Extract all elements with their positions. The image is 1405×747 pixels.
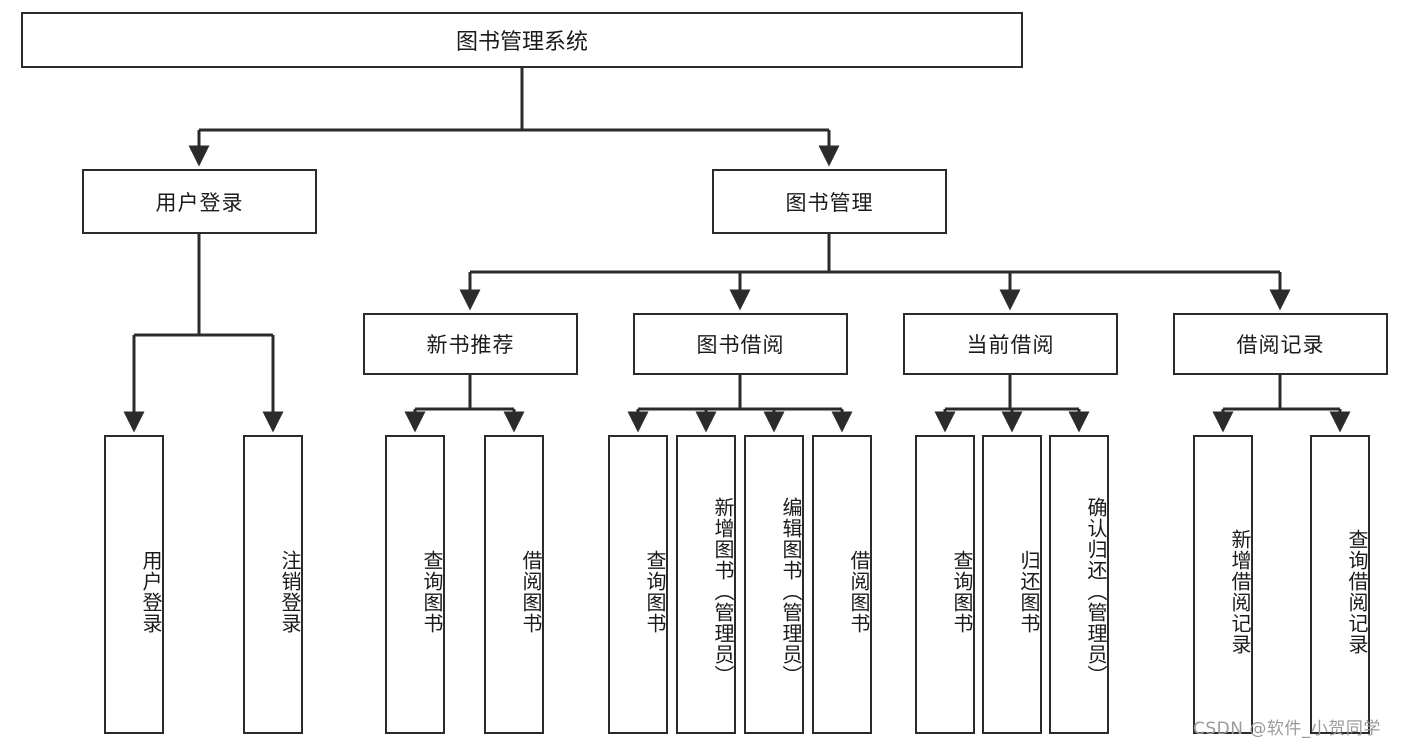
leaf-borrow-query-book[interactable]: 查询图书 — [608, 435, 668, 734]
leaf-label: 查询图书 — [420, 549, 444, 634]
node-book-borrow-label: 图书借阅 — [696, 333, 785, 357]
leaf-label: 用户登录 — [139, 549, 163, 634]
leaf-record-add-record[interactable]: 新增借阅记录 — [1193, 435, 1253, 734]
node-new-book-recommend[interactable]: 新书推荐 — [363, 313, 578, 375]
leaf-borrow-edit-book-admin[interactable]: 编辑图书（管理员） — [744, 435, 804, 734]
leaf-label: 借阅图书 — [847, 549, 871, 634]
leaf-label: 编辑图书（管理员） — [779, 497, 803, 686]
leaf-record-query-record[interactable]: 查询借阅记录 — [1310, 435, 1370, 734]
node-current-borrow[interactable]: 当前借阅 — [903, 313, 1118, 375]
leaf-borrow-add-book-admin[interactable]: 新增图书（管理员） — [676, 435, 736, 734]
leaf-current-query-book[interactable]: 查询图书 — [915, 435, 975, 734]
leaf-label: 确认归还（管理员） — [1084, 497, 1108, 686]
node-user-login[interactable]: 用户登录 — [82, 169, 317, 234]
leaf-label: 归还图书 — [1017, 549, 1041, 634]
node-user-login-label: 用户登录 — [155, 190, 244, 215]
node-book-management-label: 图书管理 — [785, 190, 874, 215]
leaf-label: 注销登录 — [278, 549, 302, 634]
leaf-new-book-borrow[interactable]: 借阅图书 — [484, 435, 544, 734]
node-root-book-management-system[interactable]: 图书管理系统 — [21, 12, 1023, 68]
csdn-watermark: CSDN @软件_小贺同学 — [1193, 719, 1381, 739]
leaf-new-book-query[interactable]: 查询图书 — [385, 435, 445, 734]
node-new-book-recommend-label: 新书推荐 — [426, 333, 515, 357]
leaf-label: 借阅图书 — [519, 549, 543, 634]
node-root-label: 图书管理系统 — [455, 30, 588, 55]
leaf-label: 查询图书 — [950, 549, 974, 634]
node-borrow-record[interactable]: 借阅记录 — [1173, 313, 1388, 375]
node-book-borrow[interactable]: 图书借阅 — [633, 313, 848, 375]
leaf-label: 新增借阅记录 — [1228, 528, 1252, 655]
node-borrow-record-label: 借阅记录 — [1236, 333, 1325, 357]
node-current-borrow-label: 当前借阅 — [966, 333, 1055, 357]
leaf-user-login-login[interactable]: 用户登录 — [104, 435, 164, 734]
leaf-user-login-logout[interactable]: 注销登录 — [243, 435, 303, 734]
leaf-current-confirm-return-admin[interactable]: 确认归还（管理员） — [1049, 435, 1109, 734]
leaf-label: 新增图书（管理员） — [711, 497, 735, 686]
leaf-current-return-book[interactable]: 归还图书 — [982, 435, 1042, 734]
leaf-label: 查询借阅记录 — [1345, 528, 1369, 655]
leaf-label: 查询图书 — [643, 549, 667, 634]
node-book-management[interactable]: 图书管理 — [712, 169, 947, 234]
leaf-borrow-borrow-book[interactable]: 借阅图书 — [812, 435, 872, 734]
